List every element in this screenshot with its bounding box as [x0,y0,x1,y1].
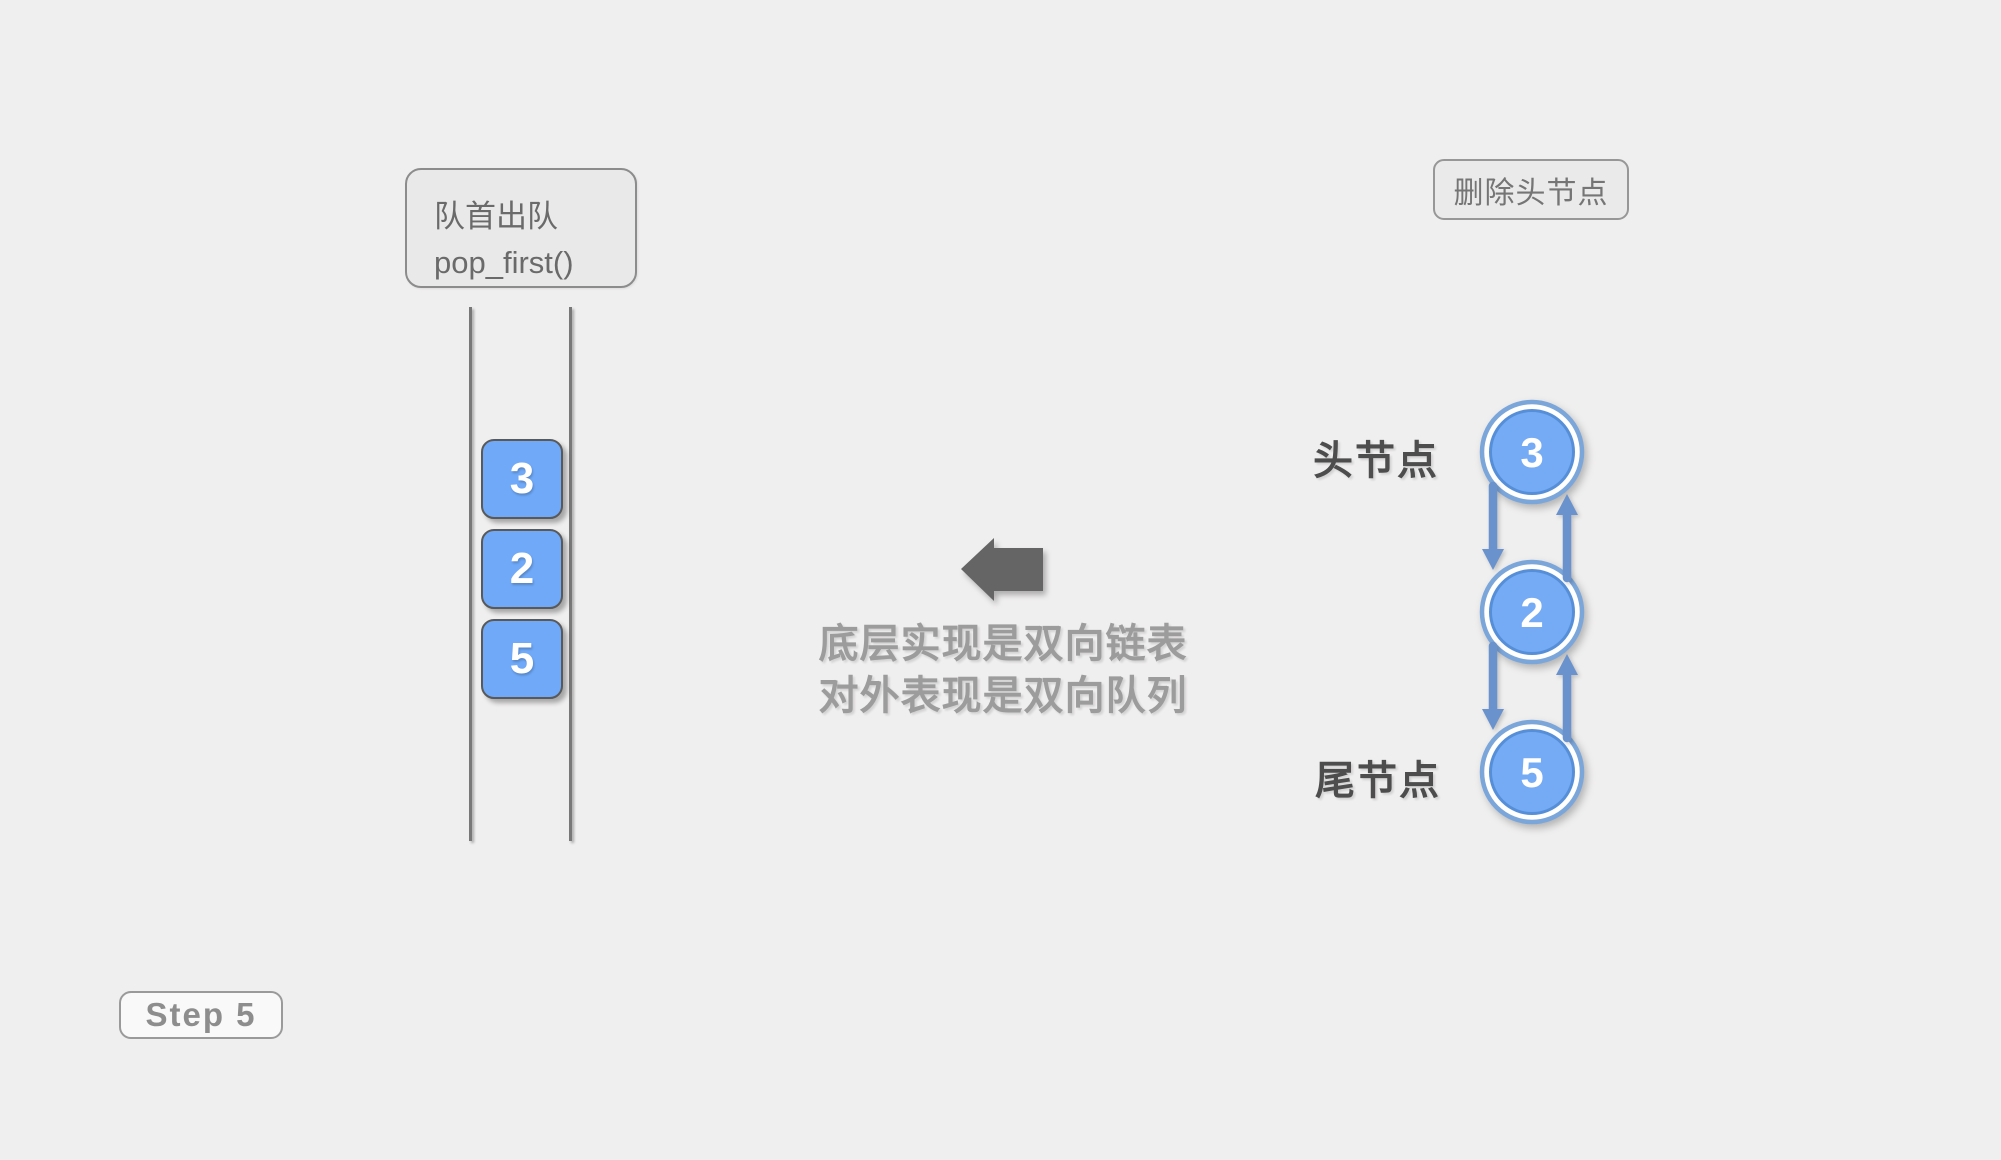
head-node-label: 头节点 [1313,439,1439,483]
next-pointer-arrow-down [1482,641,1504,730]
operation-label-cn: 队首出队 [434,199,558,234]
queue-element-block: 3 [481,439,563,519]
prev-pointer-arrow-up [1556,494,1578,583]
operation-label-code: pop_first() [434,245,574,280]
node-value: 3 [1520,429,1543,476]
caption-line-2: 对外表现是双向队列 [818,674,1188,718]
queue-lane-left-wall [469,307,472,841]
deque-explanation-caption: 底层实现是双向链表 对外表现是双向队列 [803,618,1203,722]
linked-list-operation-box: 删除头节点 [1433,159,1629,220]
node-value: 5 [1520,749,1543,796]
node-value: 2 [1520,589,1543,636]
linked-list-node: 2 [1479,559,1585,665]
prev-pointer-arrow-up [1556,654,1578,743]
left-block-arrow-icon [961,538,1043,601]
step-badge-label: Step 5 [145,996,257,1033]
caption-line-1: 底层实现是双向链表 [818,622,1188,666]
queue-lane-right-wall [569,307,572,841]
next-pointer-arrow-down [1482,481,1504,570]
linked-list-node: 3 [1479,399,1585,505]
linked-list-operation-label: 删除头节点 [1453,176,1609,210]
tail-node-label: 尾节点 [1315,759,1441,803]
queue-element-block: 2 [481,529,563,609]
dequeue-operation-box: 队首出队 pop_first() [405,168,637,288]
queue-element-block: 5 [481,619,563,699]
linked-list-node: 5 [1479,719,1585,825]
step-badge: Step 5 [119,991,283,1039]
doubly-linked-list-graphic: 3 2 5 [1479,399,1585,825]
